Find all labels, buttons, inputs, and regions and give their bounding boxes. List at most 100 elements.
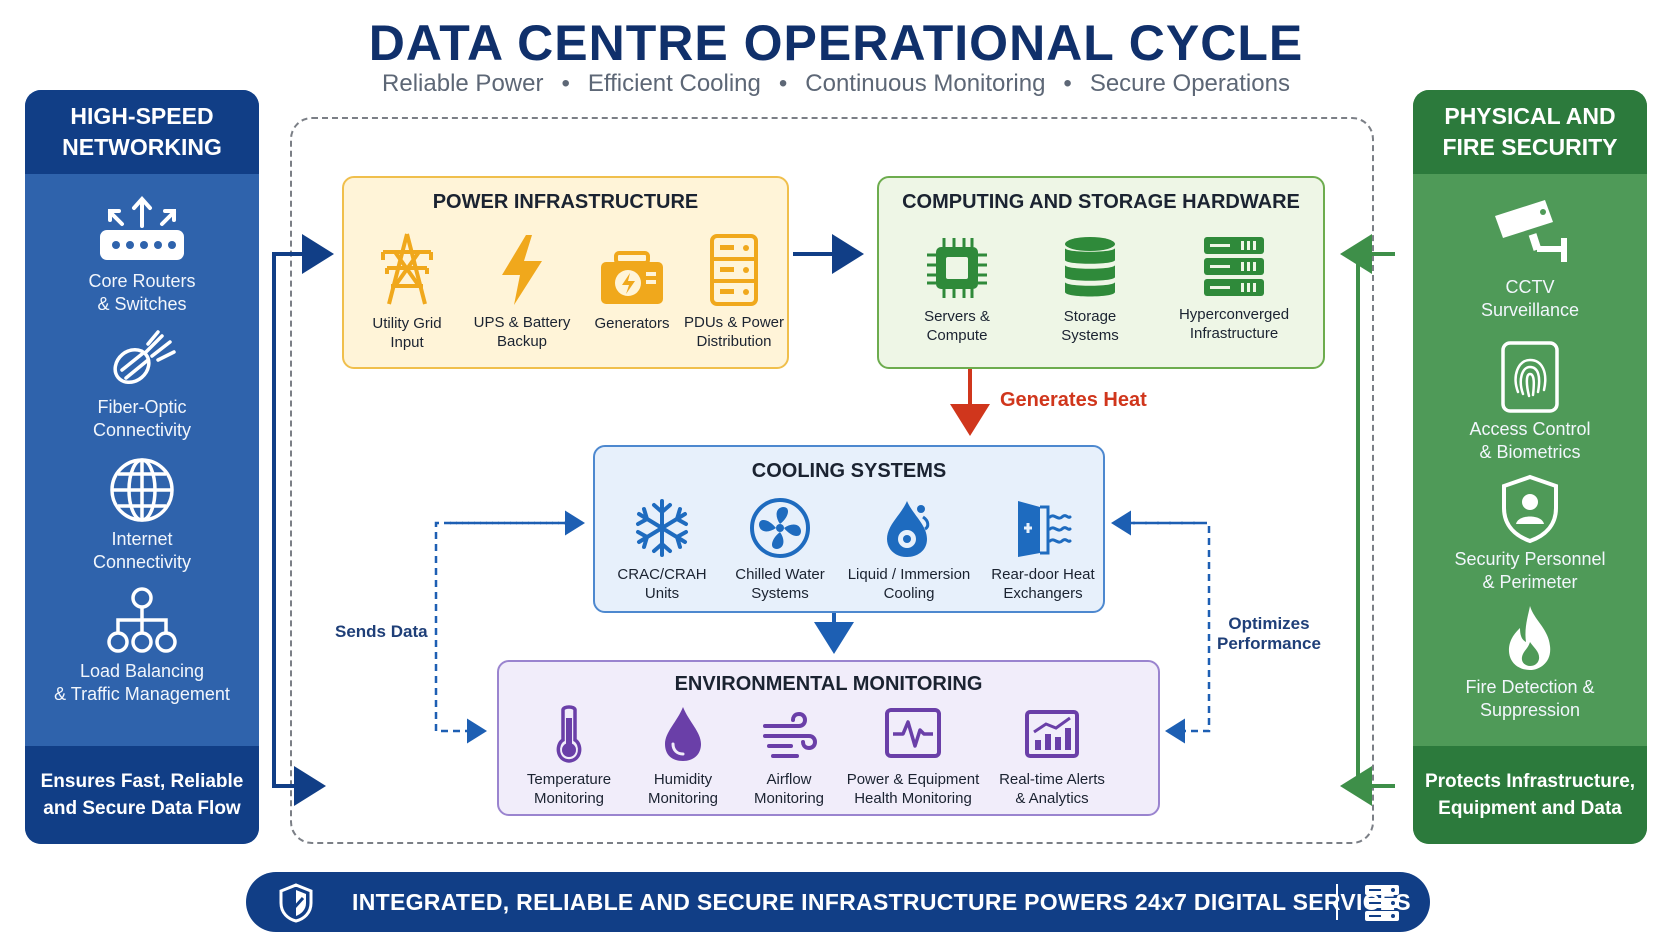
security-shield-icon <box>1502 474 1558 544</box>
item-label: Security Personnel <box>1454 549 1606 569</box>
fire-icon <box>1508 606 1551 670</box>
generates-heat-label: Generates Heat <box>1000 389 1147 411</box>
item-label: & Biometrics <box>1479 442 1581 462</box>
item-label: Load Balancing <box>79 661 205 681</box>
item-label: Power & Equipment <box>846 771 980 788</box>
subtitle-item: Efficient Cooling <box>587 70 761 97</box>
item-label: CRAC/CRAH <box>617 566 707 583</box>
item-label: Monitoring <box>753 790 825 807</box>
item-label: Input <box>390 334 424 351</box>
network-tree-icon <box>107 587 177 653</box>
subtitle: Reliable Power•Efficient Cooling•Continu… <box>0 70 1672 98</box>
router-icon <box>100 195 184 260</box>
power-item-generators: Generators <box>582 250 682 333</box>
cooling-title: COOLING SYSTEMS <box>751 460 947 482</box>
panel-title-line: FIRE SECURITY <box>1442 134 1618 160</box>
security-item-access: Access Control & Biometrics <box>1413 340 1647 464</box>
heat-exchanger-icon <box>1018 501 1072 557</box>
item-label: CCTV <box>1505 277 1555 297</box>
item-label: Rear-door Heat <box>991 566 1095 583</box>
networking-item-routers: Core Routers& Switches <box>25 194 259 316</box>
footer-line: and Secure Data Flow <box>43 798 241 819</box>
item-label: Monitoring <box>647 790 719 807</box>
item-label: Fiber-Optic <box>97 397 187 417</box>
pdu-icon <box>710 234 758 306</box>
subtitle-separator: • <box>561 70 570 97</box>
item-label: Health Monitoring <box>854 790 972 807</box>
server-rack-icon <box>1204 237 1264 296</box>
item-label: Generators <box>594 315 670 332</box>
footer-line: Equipment and Data <box>1438 798 1622 819</box>
item-label: Compute <box>926 327 988 344</box>
snowflake-icon <box>636 499 688 557</box>
environment-title: ENVIRONMENTAL MONITORING <box>674 673 983 695</box>
item-label: Infrastructure <box>1189 325 1279 342</box>
item-label: & Traffic Management <box>54 684 230 704</box>
subtitle-item: Secure Operations <box>1089 70 1290 97</box>
globe-icon <box>110 458 174 522</box>
item-label: Utility Grid <box>372 315 442 332</box>
security-item-personnel: Security Personnel& Perimeter <box>1413 474 1647 594</box>
networking-item-loadbalancing: Load Balancing & Traffic Management <box>25 586 259 706</box>
item-label: Access Control <box>1469 419 1591 439</box>
item-label: Systems <box>751 585 809 602</box>
subtitle-item: Reliable Power <box>382 70 544 97</box>
wind-icon <box>763 711 817 758</box>
panel-title-line: HIGH-SPEED <box>70 103 214 129</box>
cctv-camera-icon <box>1495 200 1567 262</box>
label-line: Performance <box>1217 634 1321 653</box>
fiber-optic-icon <box>113 330 176 385</box>
analytics-chart-icon <box>1025 710 1079 758</box>
cooling-item-crac: CRAC/CRAH Units <box>617 497 707 603</box>
item-label: Cooling <box>883 585 935 602</box>
networking-panel-footer: Ensures Fast, Reliable and Secure Data Fl… <box>25 746 259 844</box>
bottom-banner: INTEGRATED, RELIABLE AND SECURE INFRASTR… <box>246 872 1430 932</box>
shield-check-icon <box>279 883 313 923</box>
panel-title-line: NETWORKING <box>62 134 222 160</box>
thermometer-icon <box>556 705 582 763</box>
footer-line: Ensures Fast, Reliable <box>40 771 244 792</box>
item-label: Servers & <box>924 308 990 325</box>
compute-title: COMPUTING AND STORAGE HARDWARE <box>902 191 1300 213</box>
item-label: Temperature <box>526 771 612 788</box>
security-panel-footer: Protects Infrastructure, Equipment and Da… <box>1413 746 1647 844</box>
item-label: Systems <box>1061 327 1119 344</box>
networking-panel: HIGH-SPEED NETWORKING Core Routers& Switc… <box>25 90 259 844</box>
item-label: Chilled Water <box>735 566 825 583</box>
item-label: Storage <box>1063 308 1117 325</box>
networking-connector <box>272 252 314 788</box>
footer-line: Protects Infrastructure, <box>1424 771 1636 792</box>
subtitle-separator: • <box>1063 70 1072 97</box>
fan-icon <box>750 498 810 558</box>
power-title: POWER INFRASTRUCTURE <box>432 191 699 213</box>
operational-cycle-frame <box>290 117 1374 844</box>
item-label: Connectivity <box>92 420 192 440</box>
item-label: Units <box>644 585 680 602</box>
item-label: & Switches <box>97 294 187 314</box>
generator-icon <box>601 251 663 304</box>
label-line: Optimizes <box>1228 614 1310 633</box>
cooling-systems-box: COOLING SYSTEMS CRAC/CRAH Units Chilled W… <box>593 445 1105 613</box>
panel-title-line: PHYSICAL AND <box>1444 103 1616 129</box>
sends-data-label: Sends Data <box>335 622 428 641</box>
page-title: DATA CENTRE OPERATIONAL CYCLE <box>368 15 1304 71</box>
bottom-banner-divider <box>1336 884 1338 920</box>
item-label: Connectivity <box>92 552 192 572</box>
security-item-fire: Fire Detection &Suppression <box>1413 604 1647 722</box>
cpu-chip-icon <box>927 238 987 298</box>
server-stack-icon <box>1365 885 1399 921</box>
